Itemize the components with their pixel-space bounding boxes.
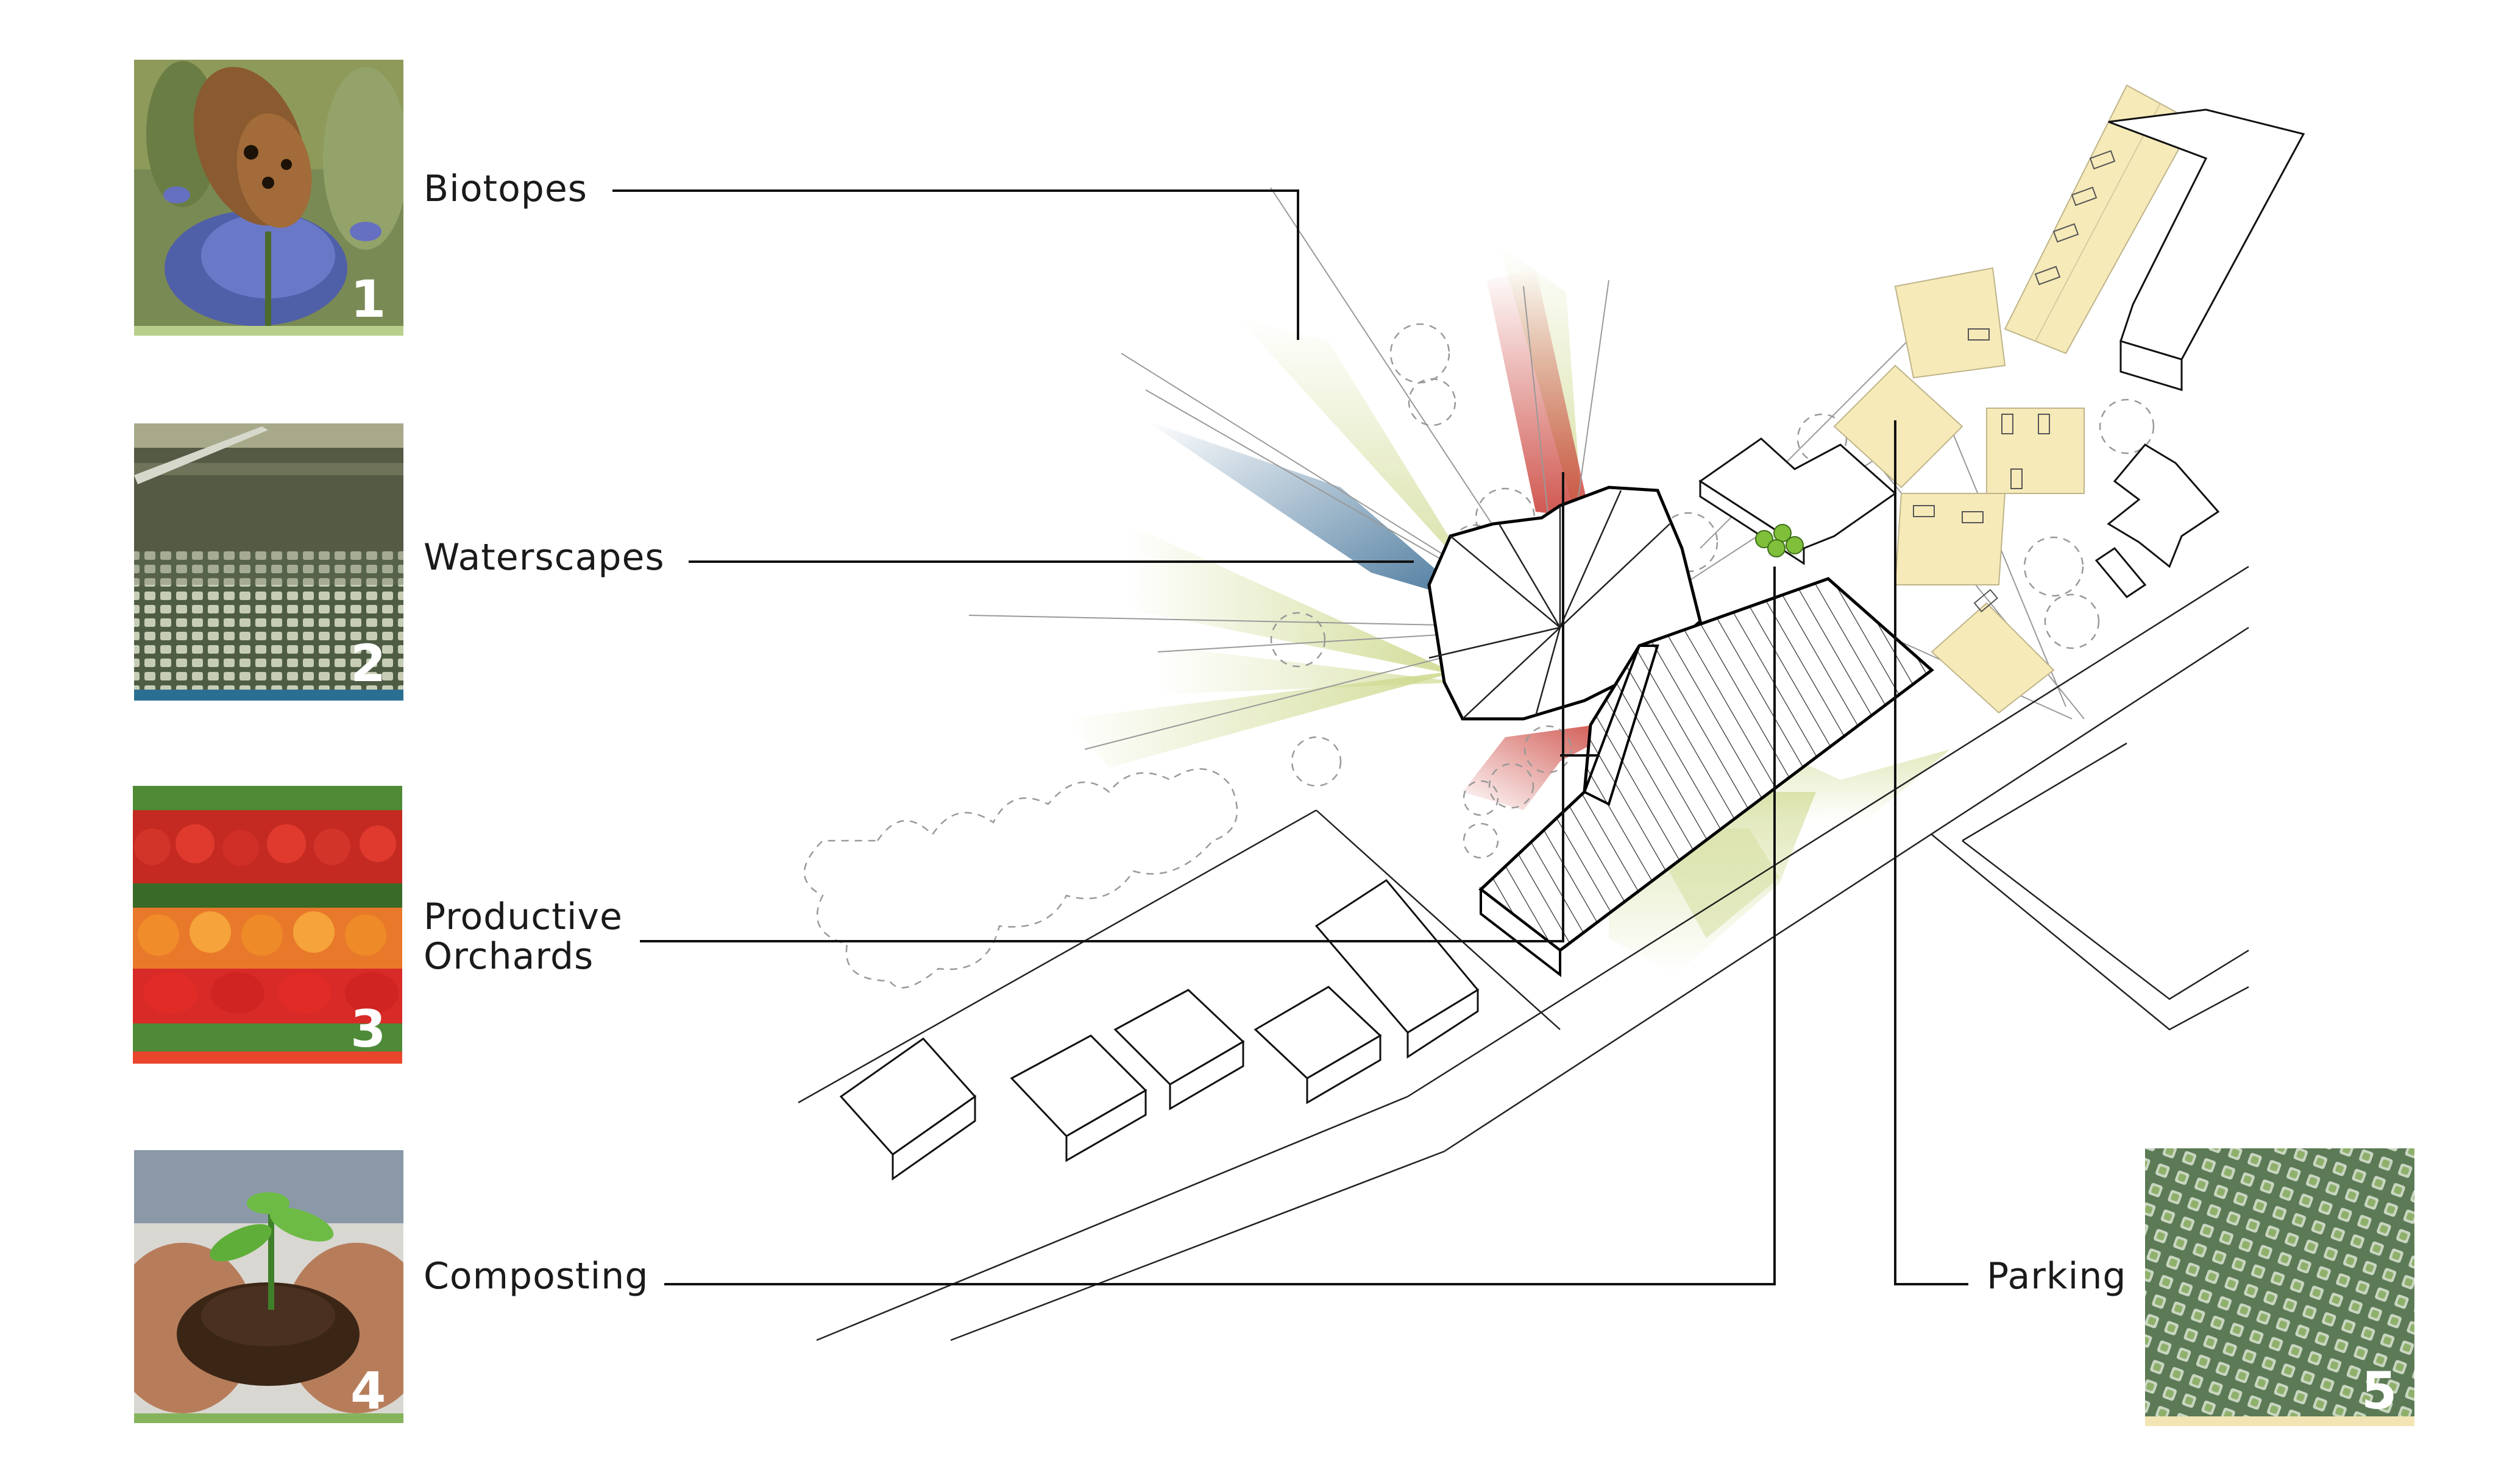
- parking-label: Parking: [1987, 1255, 2126, 1298]
- productive-orchards-color-bar: [133, 1051, 402, 1064]
- composting-color-bar: [134, 1413, 403, 1423]
- building-east-block: [2094, 547, 2147, 598]
- main-building: [1427, 486, 1934, 978]
- greenhouse-connector: [1583, 645, 1659, 806]
- biotopes-label: Biotopes: [424, 168, 587, 210]
- compost-bins: [1755, 524, 1804, 557]
- parking-lot-a: [1894, 267, 2006, 379]
- greenhouse-side: [1480, 886, 1561, 978]
- biotopes-color-bar: [134, 326, 403, 336]
- productive-orchards-number: 3: [350, 999, 386, 1059]
- productive-orchards-leader: [640, 472, 1564, 942]
- productive-orchards-label-line2: Orchards: [424, 935, 594, 978]
- waterscapes-color-bar: [134, 690, 403, 701]
- productive-orchards-photo: [133, 786, 402, 1054]
- leader-lines: [612, 189, 1968, 1285]
- building-north-small: [1698, 437, 1897, 549]
- composting-label: Composting: [424, 1255, 648, 1298]
- composting-leader: [664, 567, 1776, 1285]
- composting-photo: [134, 1150, 403, 1417]
- parking-lot-b: [1833, 364, 1963, 489]
- buildings: [839, 108, 2305, 1181]
- parking-leader: [1894, 420, 1968, 1285]
- building-3-side: [1169, 1040, 1244, 1111]
- parking-photo: [2145, 1148, 2414, 1416]
- roads: [798, 565, 2249, 1341]
- parking-lot-d: [1894, 493, 2006, 585]
- parked-cars: [1913, 150, 2116, 613]
- building-4-side: [1306, 1034, 1381, 1104]
- building-1: [839, 1037, 977, 1156]
- biotopes-number: 1: [350, 269, 386, 329]
- parking-lots: [1833, 84, 2195, 714]
- waterscapes-photo: [134, 423, 403, 694]
- waterscape-fan: [1146, 420, 1475, 603]
- building-2-side: [1065, 1089, 1147, 1162]
- parking-color-bar: [2145, 1416, 2414, 1426]
- parking-lot-e: [1931, 602, 2055, 714]
- building-northeast-long-side: [2119, 339, 2183, 392]
- biotopes-photo: [134, 60, 403, 329]
- building-east-l: [2107, 443, 2220, 568]
- building-1-side: [892, 1095, 976, 1181]
- parking-number: 5: [2361, 1361, 2397, 1421]
- building-5-side: [1406, 988, 1479, 1059]
- biotopes-leader: [612, 189, 1299, 340]
- composting-number: 4: [350, 1361, 386, 1421]
- waterscapes-label: Waterscapes: [424, 536, 665, 579]
- productive-orchards-label: Productive: [424, 896, 623, 938]
- waterscapes-number: 2: [350, 634, 386, 693]
